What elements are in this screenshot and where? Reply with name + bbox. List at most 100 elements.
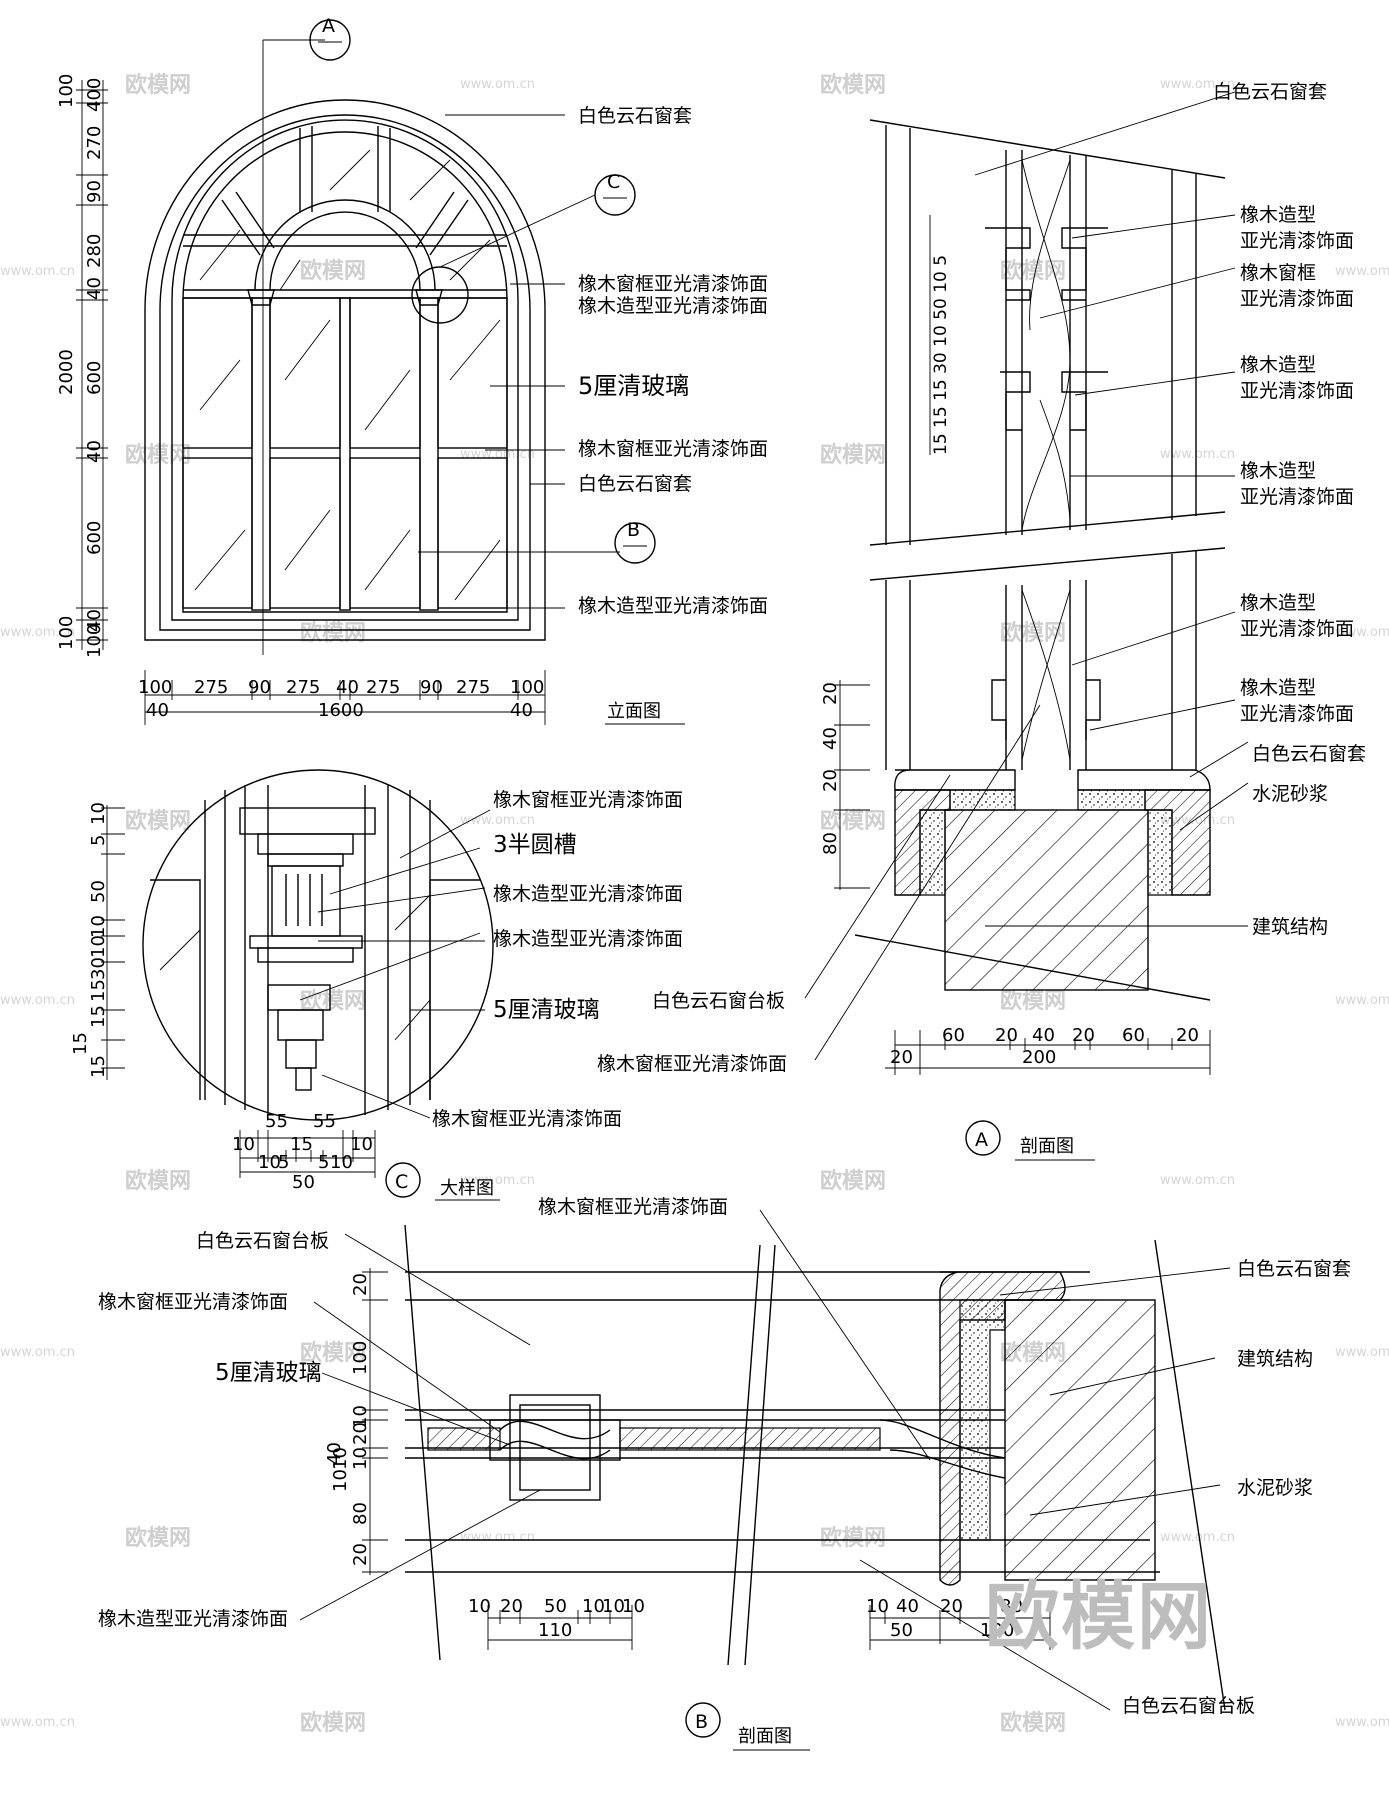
svg-text:C: C <box>395 1171 408 1193</box>
svg-text:10: 10 <box>468 1596 491 1617</box>
svg-text:A: A <box>975 1129 988 1151</box>
svg-text:90: 90 <box>420 677 443 698</box>
bubble-a-section <box>965 1120 1001 1156</box>
watermark-url: www.om.cn <box>1160 1173 1235 1188</box>
svg-text:10: 10 <box>330 1152 353 1173</box>
elevation-view: A C B 白色云石窗套 橡木窗框亚光清漆饰面 橡木造型亚光清漆饰面 5厘清玻璃… <box>56 15 768 725</box>
watermark-url: www.om.cn <box>1335 625 1389 640</box>
svg-text:80: 80 <box>820 832 841 855</box>
svg-text:橡木造型亚光清漆饰面: 橡木造型亚光清漆饰面 <box>493 883 683 905</box>
svg-text:40: 40 <box>84 440 105 463</box>
svg-text:3半圆槽: 3半圆槽 <box>493 832 577 858</box>
svg-text:15: 15 <box>88 979 109 1002</box>
label-oak-model-1: 橡木造型亚光清漆饰面 <box>578 295 768 317</box>
watermark-logo-large: 欧模网 <box>985 1574 1213 1660</box>
section-b-view: 橡木窗框亚光清漆饰面 白色云石窗台板 橡木窗框亚光清漆饰面 5厘清玻璃 橡木造型… <box>98 1196 1351 1751</box>
watermark-url: www.om.cn <box>0 993 75 1008</box>
window-frame-inner <box>182 131 508 613</box>
svg-text:白色云石窗套: 白色云石窗套 <box>1237 1258 1351 1280</box>
svg-text:40: 40 <box>336 677 359 698</box>
svg-text:40: 40 <box>324 1442 345 1465</box>
svg-text:10: 10 <box>88 935 109 958</box>
svg-text:15 15 15 30 10 50 10 5: 15 15 15 30 10 50 10 5 <box>931 255 951 455</box>
svg-text:30: 30 <box>88 957 109 980</box>
svg-text:40: 40 <box>1032 1025 1055 1046</box>
svg-text:90: 90 <box>248 677 271 698</box>
svg-text:10: 10 <box>622 1596 645 1617</box>
label-oak-model-2: 橡木造型亚光清漆饰面 <box>578 595 768 617</box>
bubble-c <box>594 174 636 216</box>
svg-text:60: 60 <box>1122 1025 1145 1046</box>
svg-text:40: 40 <box>146 700 169 721</box>
label-oak-frame-1: 橡木窗框亚光清漆饰面 <box>578 273 768 295</box>
svg-text:5厘清玻璃: 5厘清玻璃 <box>215 1360 322 1386</box>
svg-text:100: 100 <box>980 1620 1014 1641</box>
glass-strip-mid <box>619 1427 881 1451</box>
svg-text:亚光清漆饰面: 亚光清漆饰面 <box>1240 230 1354 252</box>
svg-text:10: 10 <box>350 1405 371 1428</box>
svg-text:5: 5 <box>88 835 109 846</box>
svg-text:50: 50 <box>88 880 109 903</box>
svg-text:15: 15 <box>88 1005 109 1028</box>
left-mullion <box>251 297 271 611</box>
svg-text:275: 275 <box>194 677 228 698</box>
detail-c-title: 大样图 <box>440 1178 494 1199</box>
watermark-url: www.om.cn <box>460 1173 535 1188</box>
window-frame-outer <box>171 119 519 621</box>
svg-text:橡木窗框亚光清漆饰面: 橡木窗框亚光清漆饰面 <box>432 1108 622 1130</box>
bubble-b <box>614 522 656 564</box>
watermark-logo: 欧模网 <box>1000 258 1066 284</box>
bubble-a-label: A <box>322 15 335 37</box>
svg-text:50: 50 <box>890 1620 913 1641</box>
watermark-url: www.om.cn <box>1160 1530 1235 1545</box>
label-stone-casing-2: 白色云石窗套 <box>578 473 692 495</box>
bubble-b-section <box>685 1702 721 1738</box>
svg-text:90: 90 <box>84 180 105 203</box>
watermark-logo: 欧模网 <box>300 1710 366 1736</box>
watermark-logo: 欧模网 <box>820 808 886 834</box>
svg-text:20: 20 <box>500 1596 523 1617</box>
svg-text:20: 20 <box>350 1543 371 1566</box>
svg-text:80: 80 <box>1000 1596 1023 1617</box>
svg-text:100: 100 <box>510 677 544 698</box>
stone-casing-inner <box>159 114 531 631</box>
watermark-logo: 欧模网 <box>125 1525 191 1551</box>
svg-text:40: 40 <box>84 277 105 300</box>
svg-text:橡木造型亚光清漆饰面: 橡木造型亚光清漆饰面 <box>98 1608 288 1630</box>
dim-ticks-left <box>76 89 108 641</box>
svg-text:100: 100 <box>84 624 105 658</box>
watermark-url: www.om.cn <box>0 264 75 279</box>
watermark-url: www.om.cn <box>0 1345 75 1360</box>
svg-text:亚光清漆饰面: 亚光清漆饰面 <box>1240 288 1354 310</box>
watermark-logo: 欧模网 <box>820 1168 886 1194</box>
svg-text:40: 40 <box>896 1596 919 1617</box>
svg-text:10: 10 <box>350 1134 373 1155</box>
svg-text:40: 40 <box>820 727 841 750</box>
svg-text:亚光清漆饰面: 亚光清漆饰面 <box>1240 703 1354 725</box>
detail-c-circle <box>142 769 494 1121</box>
section-a-title: 剖面图 <box>1020 1136 1074 1157</box>
inner-arch <box>254 199 436 291</box>
watermark-logo: 欧模网 <box>820 442 886 468</box>
watermark-url: www.om.cn <box>0 1715 75 1730</box>
watermark-logo: 欧模网 <box>820 72 886 98</box>
label-oak-frame-2: 橡木窗框亚光清漆饰面 <box>578 438 768 460</box>
svg-text:橡木造型: 橡木造型 <box>1240 204 1316 226</box>
watermark-url: www.om.cn <box>1160 77 1235 92</box>
svg-text:1600: 1600 <box>318 700 364 721</box>
watermark-url: www.om.cn <box>1335 264 1389 279</box>
svg-text:橡木造型: 橡木造型 <box>1240 460 1316 482</box>
watermark-logo: 欧模网 <box>1000 1710 1066 1736</box>
svg-text:15: 15 <box>290 1134 313 1155</box>
watermark-url: www.om.cn <box>460 447 535 462</box>
svg-text:10: 10 <box>88 915 109 938</box>
label-glass: 5厘清玻璃 <box>578 372 689 400</box>
svg-text:橡木窗框亚光清漆饰面: 橡木窗框亚光清漆饰面 <box>98 1291 288 1313</box>
svg-text:100: 100 <box>56 616 77 650</box>
svg-text:5: 5 <box>318 1152 329 1173</box>
svg-text:40: 40 <box>84 609 105 632</box>
svg-text:橡木造型: 橡木造型 <box>1240 592 1316 614</box>
bubble-c-label: C <box>607 171 620 193</box>
bubble-a <box>309 19 351 61</box>
